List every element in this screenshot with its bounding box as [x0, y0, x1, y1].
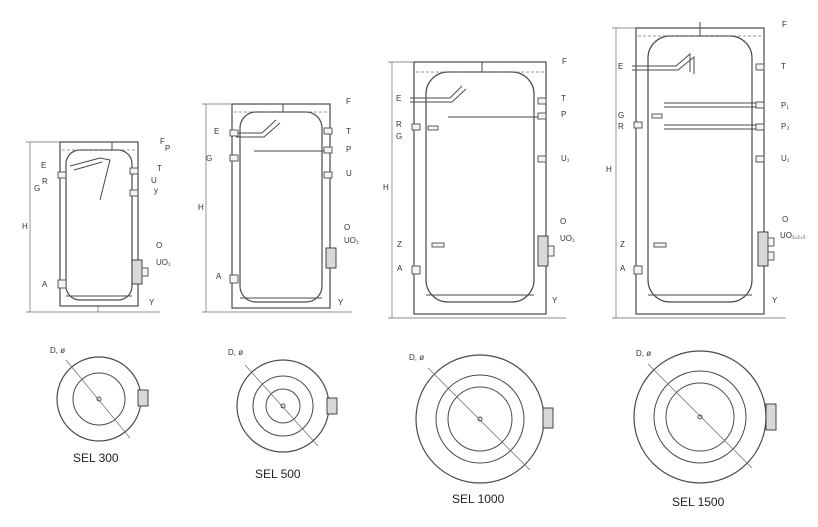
sel1500-flange — [757, 231, 769, 267]
sel1000-label-f: F — [562, 57, 567, 66]
sel1500-label-g: G — [618, 111, 624, 120]
sel300-label-uo: UO₁ — [156, 258, 171, 267]
sel1000-elevation: H F T P U₁ O UO₁ Y E R G Z A — [383, 57, 575, 319]
sel300-label-f: F — [160, 137, 165, 146]
sel1500-label-z: Z — [620, 240, 625, 249]
sel500-label-uo: UO₁ — [344, 236, 359, 245]
sel300-label-e: E — [41, 161, 46, 170]
sel1000-label-g: G — [396, 132, 402, 141]
sel500-label-o: O — [344, 223, 350, 232]
sel500-label-d: D, ø — [228, 348, 243, 357]
sel500-label-a: A — [216, 272, 222, 281]
sel1000-flange — [537, 235, 549, 267]
sel300-label-o: O — [156, 241, 162, 250]
sel1500-h-label: H — [606, 165, 612, 174]
sel300-label-u: U — [151, 176, 157, 185]
sel300-tank-body — [65, 149, 133, 301]
sel1000-label-z: Z — [397, 240, 402, 249]
sel500-label-e: E — [214, 127, 219, 136]
sel1000-label-t: T — [561, 94, 566, 103]
sel1000-plan: D, ø SEL 1000 — [409, 353, 554, 506]
sel1500-label-a: A — [620, 264, 626, 273]
sel1500-tank-body — [647, 35, 753, 303]
sel500-model-name: SEL 500 — [255, 467, 301, 481]
sel500-label-p: P — [346, 145, 351, 154]
sel300-flange — [131, 259, 143, 285]
sel1500-label-r: R — [618, 122, 624, 131]
sel500-label-u: U — [346, 169, 352, 178]
sel1000-model-name: SEL 1000 — [452, 492, 505, 506]
sel1000-tank-body — [425, 71, 535, 303]
sel300-label-r: R — [42, 177, 48, 186]
sel1000-label-d: D, ø — [409, 353, 424, 362]
sel1000-label-p: P — [561, 110, 566, 119]
sel300-label-p: P — [165, 144, 170, 153]
sel500-elevation: H F T P U O UO₁ Y E G A — [198, 97, 359, 313]
sel300-label-y-small: y — [154, 186, 158, 195]
sel1500-label-uo: UO₁,₂,₃ — [780, 231, 806, 240]
sel300-model-name: SEL 300 — [73, 451, 119, 465]
sel1500-label-f: F — [782, 20, 787, 29]
sel300-label-d: D, ø — [50, 346, 65, 355]
sel300-h-label: H — [22, 222, 28, 231]
sel1000-label-o: O — [560, 217, 566, 226]
sel1500-label-u: U₁ — [781, 154, 790, 163]
sel300-plan: D, ø SEL 300 — [50, 346, 149, 465]
sel500-label-y: Y — [338, 298, 344, 307]
sel300-label-y: Y — [149, 298, 155, 307]
sel1000-label-a: A — [397, 264, 403, 273]
sel1000-label-e: E — [396, 94, 401, 103]
sel1000-label-uo: UO₁ — [560, 234, 575, 243]
sel1500-label-d: D, ø — [636, 349, 651, 358]
sel500-flange — [325, 247, 337, 269]
sel1500-model-name: SEL 1500 — [672, 495, 725, 509]
sel300-label-g: G — [34, 184, 40, 193]
sel500-h-label: H — [198, 203, 204, 212]
sel300-label-a: A — [42, 280, 48, 289]
sel300-elevation: H F P T U y O UO₁ Y E R G A — [22, 137, 171, 313]
sel500-label-t: T — [346, 127, 351, 136]
sel1500-label-e: E — [618, 62, 623, 71]
sel1000-h-label: H — [383, 183, 389, 192]
sel500-tank-body — [239, 111, 323, 303]
sel1500-label-p2: P₂ — [781, 122, 789, 131]
sel1500-label-t: T — [781, 62, 786, 71]
sel1500-elevation: H F T P₁ P₂ U₁ O UO₁,₂,₃ Y E G R Z A — [606, 20, 806, 319]
sel1000-label-r: R — [396, 120, 402, 129]
sel300-label-t: T — [157, 164, 162, 173]
sel500-label-g: G — [206, 154, 212, 163]
sel1000-label-y: Y — [552, 296, 558, 305]
sel500-plan: D, ø SEL 500 — [228, 348, 338, 481]
sel1500-label-y: Y — [772, 296, 778, 305]
sel1500-plan: D, ø SEL 1500 — [633, 349, 777, 509]
sel500-label-f: F — [346, 97, 351, 106]
sel1000-label-u: U₁ — [561, 154, 570, 163]
sel1500-label-o: O — [782, 215, 788, 224]
sel1500-label-p1: P₁ — [781, 101, 789, 110]
